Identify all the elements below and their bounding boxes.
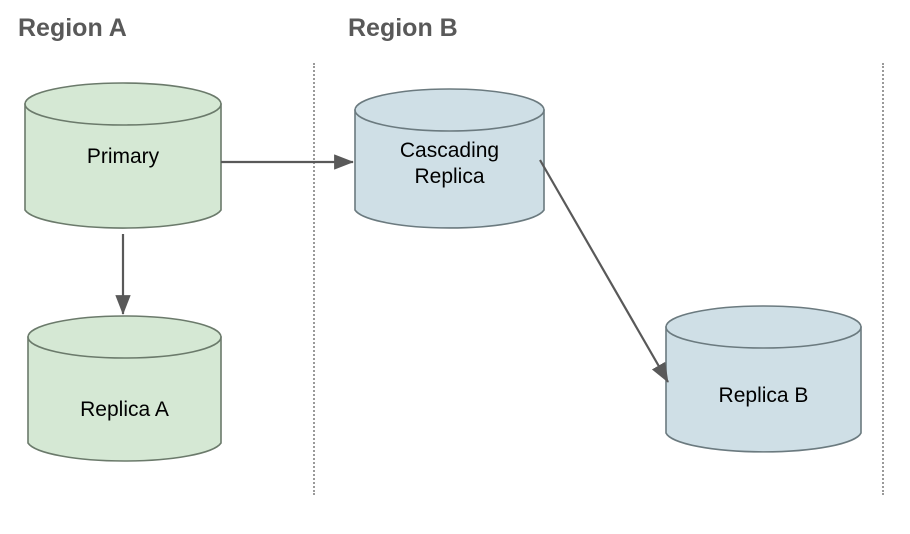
region-divider-right [882, 63, 884, 495]
edge-cascading-to-replica-b [539, 159, 669, 383]
node-replica-a[interactable]: Replica A [27, 315, 222, 465]
region-divider-left [313, 63, 315, 495]
cascading-replica-cylinder-shape [354, 88, 545, 229]
replica-a-cylinder-shape [27, 315, 222, 462]
node-replica-b[interactable]: Replica B [665, 305, 862, 455]
region-b-heading: Region B [348, 14, 458, 42]
node-cascading-replica[interactable]: Cascading Replica [354, 88, 545, 232]
region-a-heading: Region A [18, 14, 127, 42]
replica-b-cylinder-shape [665, 305, 862, 453]
node-primary[interactable]: Primary [24, 82, 222, 232]
primary-cylinder-shape [24, 82, 222, 229]
